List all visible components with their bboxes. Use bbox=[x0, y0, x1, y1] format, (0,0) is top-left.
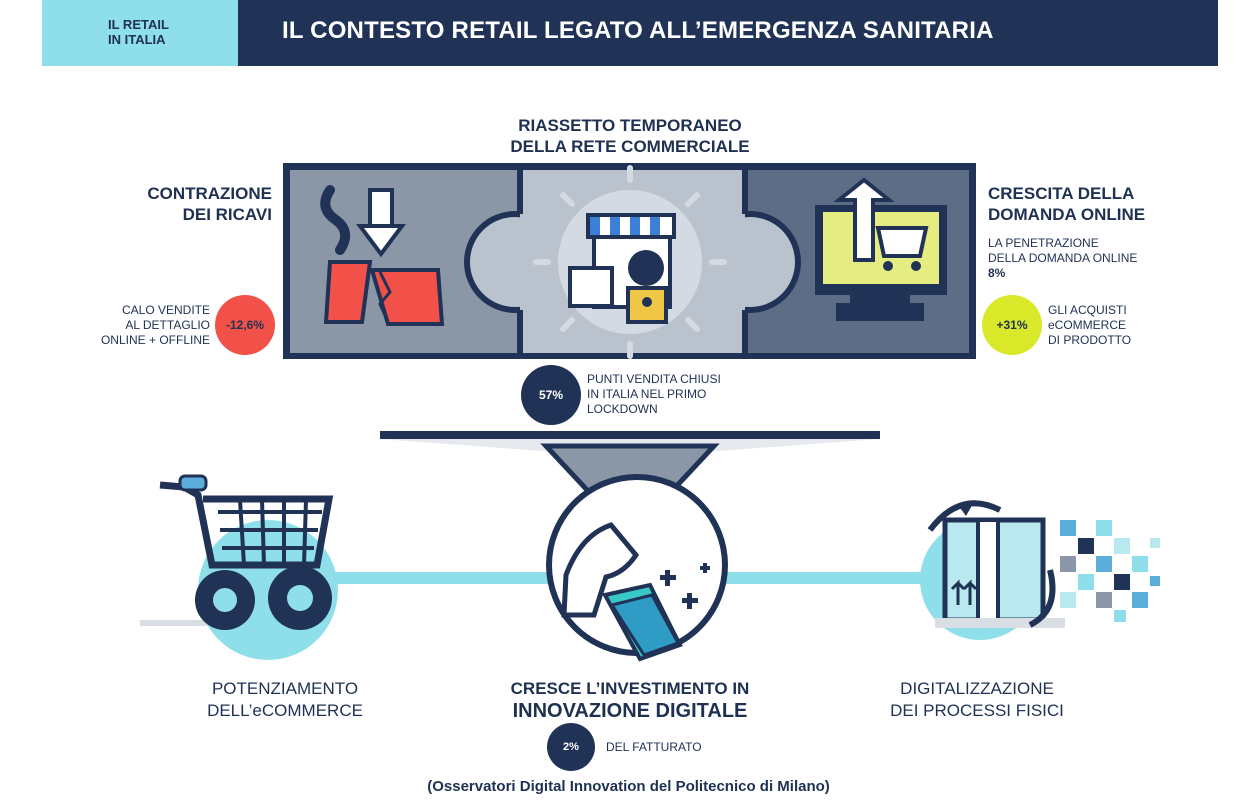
stores-closed-line1: PUNTI VENDITA CHIUSI bbox=[587, 372, 721, 386]
header-tag-line1: IL RETAIL bbox=[108, 17, 169, 32]
revenue-contraction-line2: DEI RICAVI bbox=[182, 205, 272, 224]
online-demand-line1: CRESCITA DELLA bbox=[988, 184, 1135, 203]
physical-digitalization-line1: DIGITALIZZAZIONE bbox=[900, 679, 1054, 698]
pixel-dissolve bbox=[1060, 520, 1160, 622]
revenue-share-badge: 2% bbox=[563, 741, 579, 753]
digital-investment-hand-icon bbox=[546, 474, 728, 662]
ecommerce-growth-line2: eCOMMERCE bbox=[1048, 318, 1127, 332]
digitalized-box-icon bbox=[920, 500, 1160, 640]
revenue-share-badge-circle bbox=[547, 723, 595, 771]
ecommerce-boost-label: POTENZIAMENTO DELL’eCOMMERCE bbox=[185, 678, 385, 722]
sales-decline-line1: CALO VENDITE bbox=[121, 303, 210, 317]
online-penetration-line1: LA PENETRAZIONE bbox=[988, 236, 1099, 250]
header-bar bbox=[238, 0, 1218, 66]
page-title: IL CONTESTO RETAIL LEGATO ALL’EMERGENZA … bbox=[282, 17, 994, 44]
decline-badge-circle bbox=[215, 295, 275, 355]
revenue-share-text: DEL FATTURATO bbox=[606, 740, 702, 754]
ecommerce-boost-line2: DELL’eCOMMERCE bbox=[207, 701, 363, 720]
sales-decline-line2: AL DETTAGLIO bbox=[125, 318, 210, 332]
broken-revenue-icon bbox=[320, 185, 445, 326]
ecommerce-growth-line3: DI PRODOTTO bbox=[1048, 333, 1132, 347]
digital-investment-line1: CRESCE L’INVESTIMENTO IN bbox=[510, 679, 750, 698]
ecommerce-growth-desc: GLI ACQUISTI eCOMMERCE DI PRODOTTO bbox=[1048, 303, 1168, 348]
online-penetration-value: 8% bbox=[988, 266, 1006, 280]
online-shop-monitor-icon bbox=[815, 177, 947, 321]
sales-decline-line3: ONLINE + OFFLINE bbox=[100, 333, 210, 347]
physical-digitalization-line2: DEI PROCESSI FISICI bbox=[890, 701, 1064, 720]
network-title-line2: DELLA RETE COMMERCIALE bbox=[510, 137, 750, 156]
network-title: RIASSETTO TEMPORANEO DELLA RETE COMMERCI… bbox=[480, 115, 780, 157]
ecommerce-cart-icon bbox=[159, 474, 338, 660]
physical-digitalization-label: DIGITALIZZAZIONE DEI PROCESSI FISICI bbox=[877, 678, 1077, 722]
digital-investment-line2: INNOVAZIONE DIGITALE bbox=[512, 700, 748, 722]
stores-closed-badge: 57% bbox=[538, 388, 564, 402]
stores-closed-line2: IN ITALIA NEL PRIMO bbox=[587, 387, 707, 401]
revenue-contraction-title: CONTRAZIONE DEI RICAVI bbox=[120, 183, 272, 225]
online-penetration-line2: DELLA DOMANDA ONLINE bbox=[988, 251, 1138, 265]
stores-closed-line3: LOCKDOWN bbox=[587, 402, 658, 416]
source-caption: (Osservatori Digital Innovation del Poli… bbox=[427, 778, 830, 795]
growth-badge-circle bbox=[982, 295, 1042, 355]
online-penetration-desc: LA PENETRAZIONE DELLA DOMANDA ONLINE 8% bbox=[988, 236, 1188, 281]
stores-closed-desc: PUNTI VENDITA CHIUSI IN ITALIA NEL PRIMO… bbox=[587, 372, 767, 417]
stores-closed-badge-circle bbox=[521, 365, 581, 425]
digital-investment-label: CRESCE L’INVESTIMENTO IN INNOVAZIONE DIG… bbox=[470, 678, 790, 722]
network-title-line1: RIASSETTO TEMPORANEO bbox=[518, 116, 742, 135]
ecommerce-growth-badge: +31% bbox=[996, 318, 1028, 332]
sales-decline-desc: CALO VENDITE AL DETTAGLIO ONLINE + OFFLI… bbox=[80, 303, 210, 348]
online-demand-line2: DOMANDA ONLINE bbox=[988, 205, 1146, 224]
ecommerce-boost-line1: POTENZIAMENTO bbox=[211, 679, 359, 698]
revenue-contraction-line1: CONTRAZIONE bbox=[147, 184, 272, 203]
header-tag-line2: IN ITALIA bbox=[108, 32, 166, 47]
ecommerce-growth-line1: GLI ACQUISTI bbox=[1048, 303, 1127, 317]
online-demand-title: CRESCITA DELLA DOMANDA ONLINE bbox=[988, 183, 1188, 225]
header-tag: IL RETAIL IN ITALIA bbox=[42, 0, 238, 66]
closed-shop-icon bbox=[533, 165, 727, 359]
sales-decline-badge: -12,6% bbox=[225, 318, 265, 332]
